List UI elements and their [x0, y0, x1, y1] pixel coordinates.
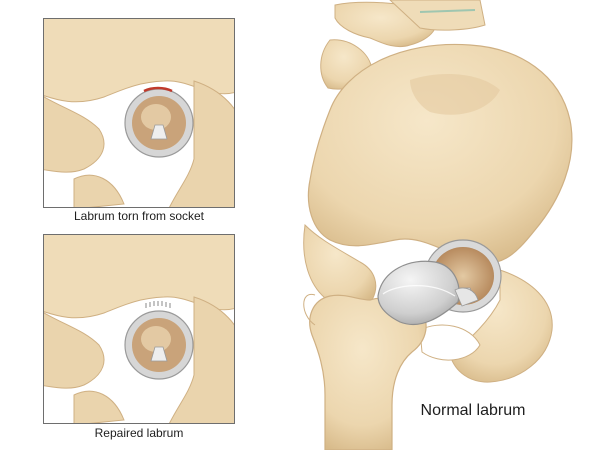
- torn-labrum-caption: Labrum torn from socket: [73, 209, 205, 223]
- labrum-tear-mark: [143, 86, 173, 93]
- suture-marks: [145, 301, 171, 308]
- repaired-labrum-caption: Repaired labrum: [94, 426, 184, 440]
- femoral-head: [377, 260, 479, 326]
- torn-labrum-panel: [43, 18, 235, 208]
- normal-labrum-label: Normal labrum: [420, 402, 526, 419]
- pelvis: [303, 43, 573, 383]
- repaired-labrum-panel: [43, 234, 235, 424]
- torn-labrum-illustration: [44, 19, 234, 207]
- repaired-labrum-illustration: [44, 235, 234, 423]
